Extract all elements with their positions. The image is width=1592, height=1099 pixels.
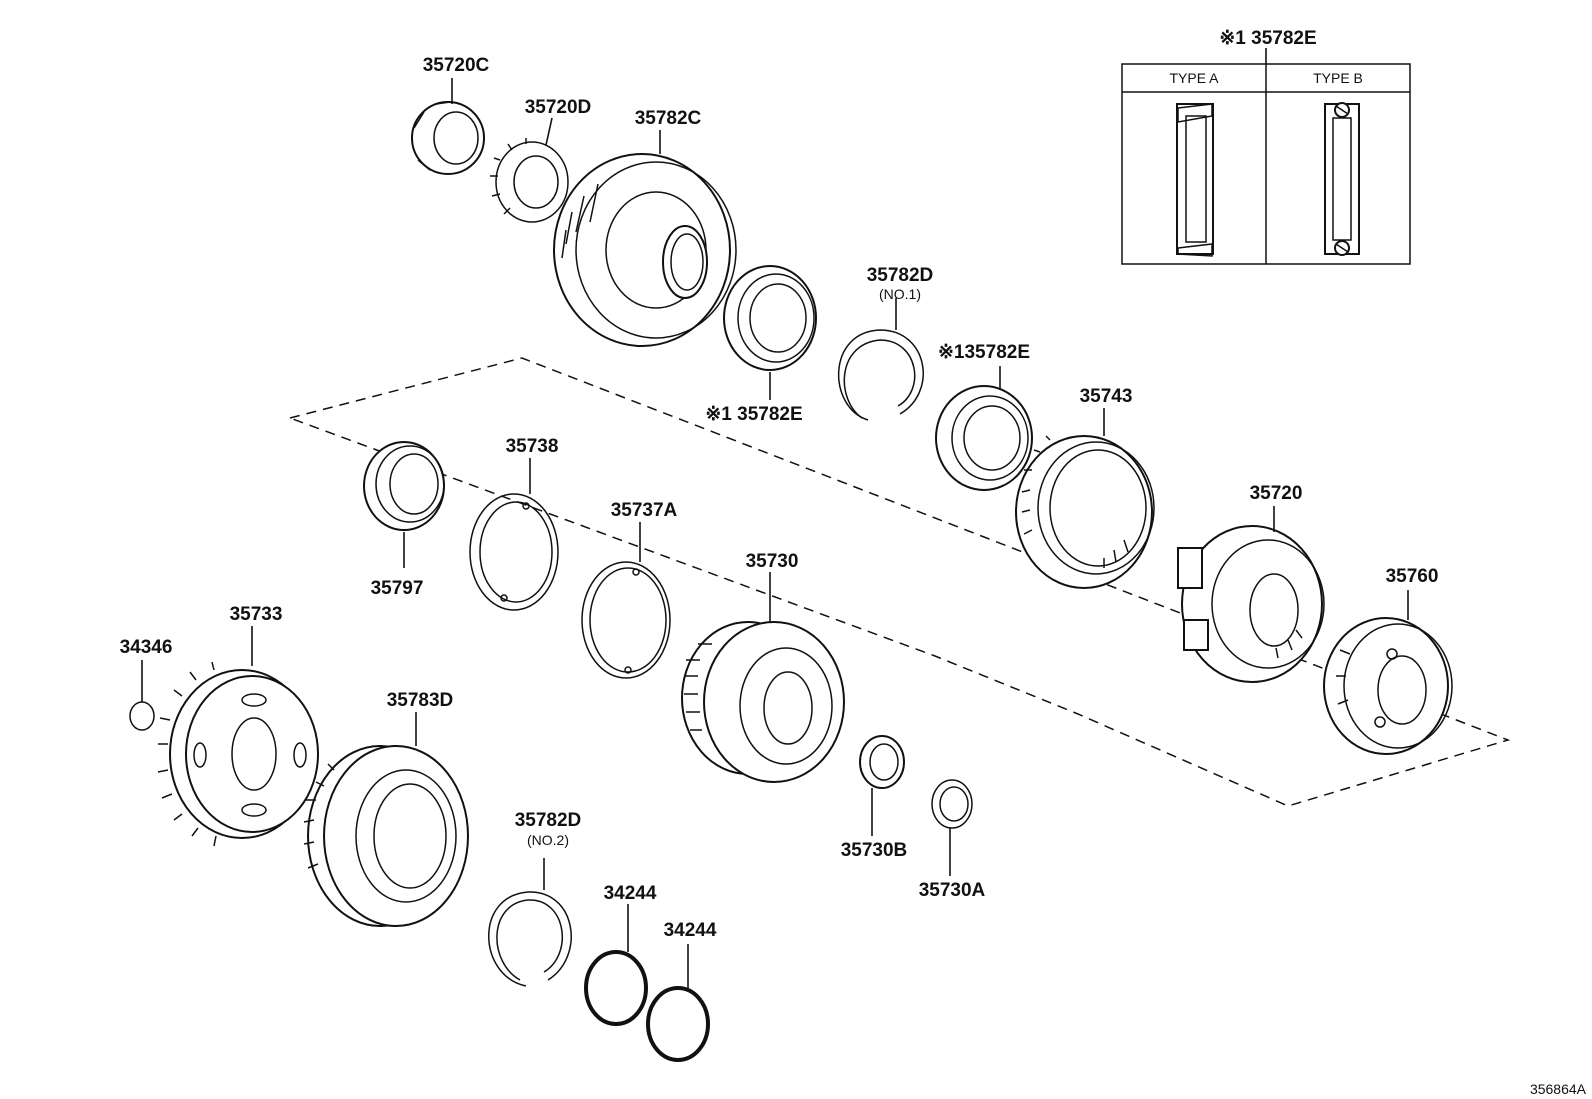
part-35733[interactable]: [157, 661, 319, 847]
label-35760: 35760: [1386, 566, 1439, 587]
taper-bearing-icon: [1176, 103, 1214, 257]
reference-number: 356864A: [1530, 1081, 1587, 1097]
ball-bearing-icon: [1324, 102, 1360, 256]
part-35730A[interactable]: [931, 779, 973, 829]
label-35782D-no1-sub: (NO.1): [879, 286, 921, 302]
part-35782E-right[interactable]: [935, 385, 1033, 491]
part-35743[interactable]: [1015, 435, 1155, 589]
label-35738: 35738: [506, 436, 559, 457]
label-35782C: 35782C: [635, 108, 702, 129]
label-35730B: 35730B: [841, 840, 908, 861]
part-35760[interactable]: [1323, 617, 1453, 755]
part-35720D[interactable]: [490, 138, 569, 223]
label-35720: 35720: [1250, 483, 1303, 504]
label-34244-b: 34244: [664, 920, 717, 941]
label-35720D: 35720D: [525, 97, 592, 118]
part-34244-b[interactable]: [646, 986, 710, 1062]
part-35720[interactable]: [1177, 525, 1325, 683]
label-35730A: 35730A: [919, 880, 986, 901]
label-35783D: 35783D: [387, 690, 454, 711]
part-34244-a[interactable]: [584, 950, 648, 1026]
label-35737A: 35737A: [611, 500, 678, 521]
label-35733: 35733: [230, 604, 283, 625]
inset-type-a: TYPE A: [1169, 70, 1219, 86]
part-35730B[interactable]: [859, 735, 905, 789]
label-35782E-left: ※1 35782E: [705, 404, 802, 425]
label-35782D-no1: 35782D: [867, 265, 934, 286]
label-35782E-right: ※135782E: [938, 342, 1030, 363]
inset-type-b: TYPE B: [1313, 70, 1363, 86]
part-35720C[interactable]: [411, 101, 485, 175]
part-35782D-no1[interactable]: [838, 329, 924, 421]
label-35720C: 35720C: [423, 55, 490, 76]
inset-title: ※1 35782E: [1219, 28, 1316, 49]
part-35797[interactable]: [363, 441, 445, 531]
part-35782C[interactable]: [553, 153, 737, 347]
part-35737A[interactable]: [581, 561, 671, 679]
assembly-boundary: [289, 357, 1511, 807]
label-34346: 34346: [120, 637, 173, 658]
label-35743: 35743: [1080, 386, 1133, 407]
label-35782D-no2: 35782D: [515, 810, 582, 831]
label-35782D-no2-sub: (NO.2): [527, 832, 569, 848]
part-35783D[interactable]: [303, 745, 469, 927]
part-34346[interactable]: [129, 701, 155, 731]
part-35730[interactable]: [681, 621, 845, 783]
part-35782D-no2[interactable]: [488, 891, 572, 987]
part-35782E-left[interactable]: [723, 265, 817, 371]
inset-box: ※1 35782E TYPE A TYPE B: [1121, 28, 1411, 265]
part-35738[interactable]: [469, 493, 559, 611]
label-34244-a: 34244: [604, 883, 657, 904]
label-35730: 35730: [746, 551, 799, 572]
label-35797: 35797: [371, 578, 424, 599]
